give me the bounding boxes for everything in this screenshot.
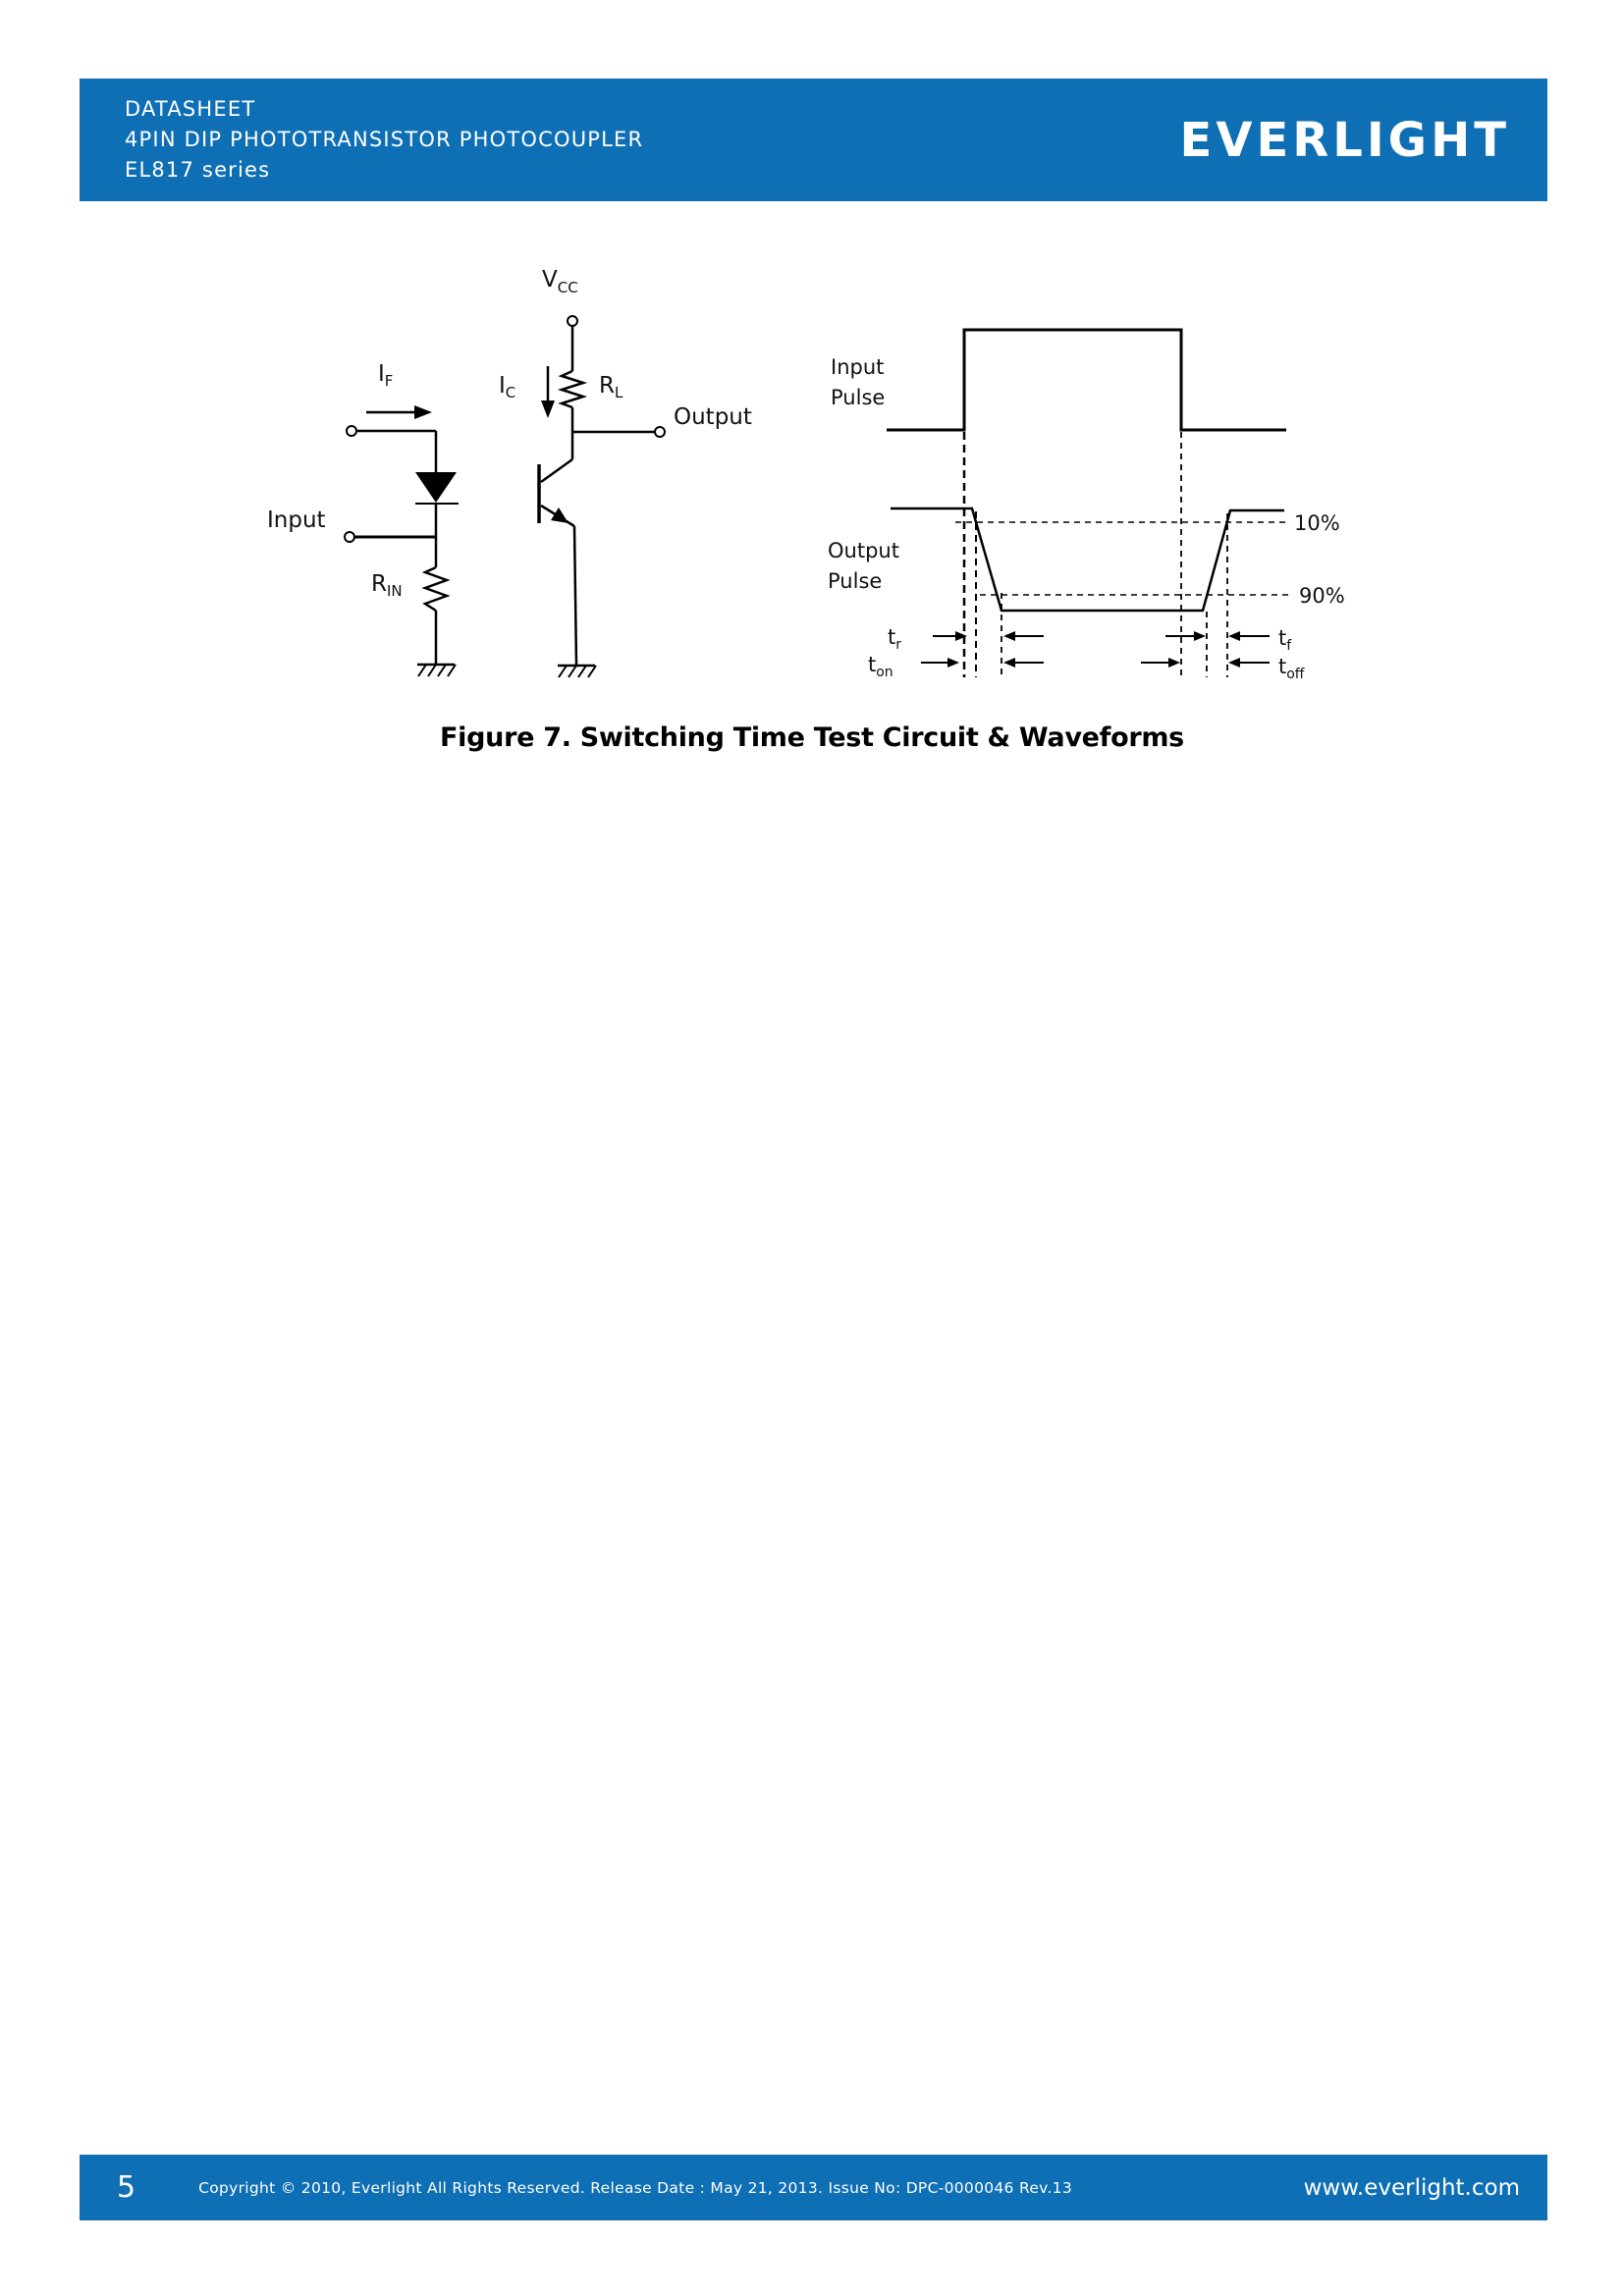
website-link[interactable]: www.everlight.com [1303, 2174, 1520, 2201]
figure7-diagram: IF Input RIN VCC IC RL Output [267, 267, 1345, 682]
tf-arrows [1165, 631, 1270, 641]
everlight-logo: EVERLIGHT [1179, 112, 1510, 168]
input-terminal-bottom [344, 531, 355, 543]
label-output-pulse-1: Output [828, 539, 899, 562]
header-bar: DATASHEET 4PIN DIP PHOTOTRANSISTOR PHOTO… [80, 79, 1547, 201]
input-terminal-top [346, 425, 357, 437]
led-input-branch [344, 405, 459, 677]
toff-arrows [1141, 658, 1270, 667]
waveforms [887, 328, 1288, 677]
header-doc-type: DATASHEET [125, 97, 256, 121]
label-tr: tr [888, 625, 901, 653]
if-current-arrow [366, 405, 432, 419]
label-tf: tf [1278, 626, 1292, 654]
transistor-output-branch [537, 315, 666, 678]
label-rin: RIN [371, 571, 403, 600]
copyright-text: Copyright © 2010, Everlight All Rights R… [198, 2178, 1072, 2197]
ground-symbol-output [558, 664, 597, 678]
resistor-rl [557, 369, 588, 409]
label-input-pulse-2: Pulse [831, 386, 885, 409]
output-terminal [654, 426, 666, 438]
label-90-percent: 90% [1299, 584, 1345, 608]
ground-symbol-input [417, 663, 457, 677]
ton-arrows [921, 658, 1044, 667]
header-series: EL817 series [125, 158, 271, 182]
label-if: IF [378, 361, 393, 390]
vcc-terminal [567, 315, 578, 327]
figure-caption: Figure 7. Switching Time Test Circuit & … [440, 722, 1184, 753]
tr-arrows [933, 631, 1044, 641]
label-output-pulse-2: Pulse [828, 569, 882, 593]
label-toff: toff [1278, 655, 1305, 682]
label-rl: RL [599, 373, 623, 401]
ic-current-arrow [541, 366, 555, 418]
footer-bar: 5 Copyright © 2010, Everlight All Rights… [80, 2155, 1547, 2220]
label-vcc: VCC [542, 267, 578, 296]
resistor-rin [421, 565, 451, 613]
input-pulse-waveform [887, 328, 1286, 432]
label-input: Input [267, 507, 326, 533]
phototransistor [537, 457, 575, 528]
label-ton: ton [868, 653, 893, 680]
label-10-percent: 10% [1294, 511, 1340, 535]
output-pulse-waveform [891, 507, 1284, 613]
label-output: Output [674, 404, 752, 430]
page-number: 5 [117, 2170, 136, 2205]
header-text-block: DATASHEET 4PIN DIP PHOTOTRANSISTOR PHOTO… [125, 94, 643, 186]
header-product-title: 4PIN DIP PHOTOTRANSISTOR PHOTOCOUPLER [125, 128, 644, 151]
led-diode [415, 472, 459, 505]
label-ic: IC [499, 373, 515, 401]
label-input-pulse-1: Input [831, 355, 884, 379]
